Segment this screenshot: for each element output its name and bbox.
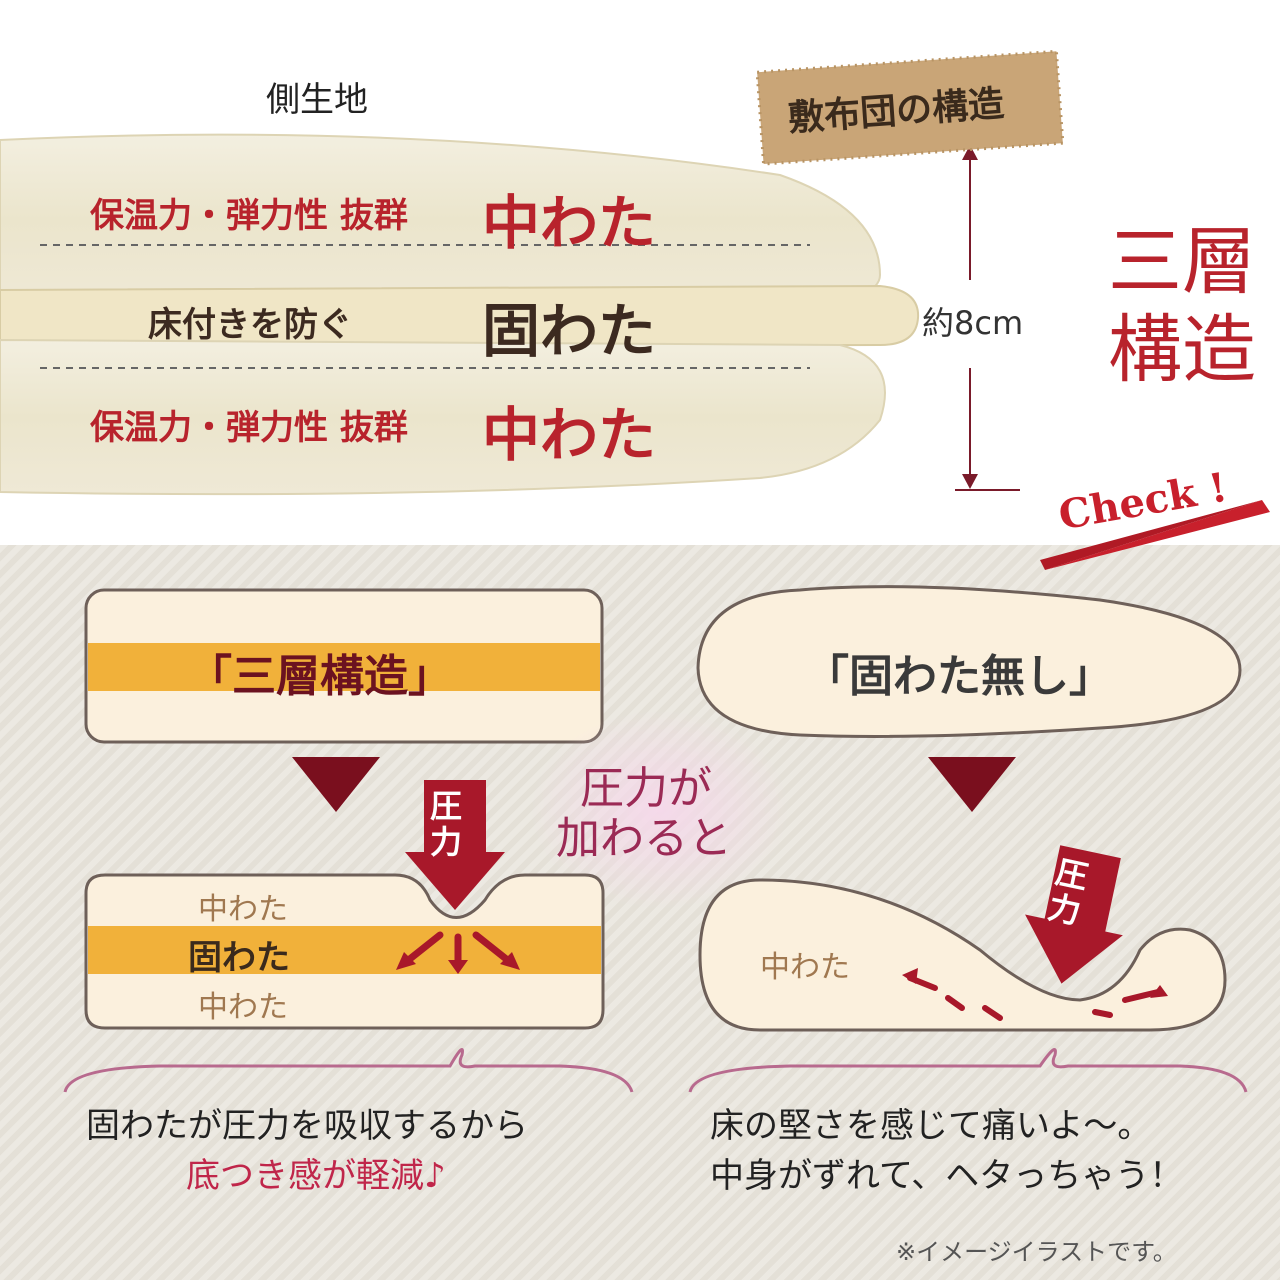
when-pressure-applied-line1: 圧力が — [580, 763, 712, 814]
three-layer-card-title: 「三層構造」 — [188, 651, 452, 702]
right-caption-line2: 中身がずれて、ヘタっちゃう！ — [710, 1156, 1184, 1196]
left-caption-line1: 固わたが圧力を吸収するから — [86, 1106, 528, 1146]
right-caption-line1: 床の堅さを感じて痛いよ〜。 — [710, 1106, 1152, 1146]
left-caption-line2: 底つき感が軽減♪ — [186, 1156, 446, 1196]
three-layer-heading-line1: 三層 — [1108, 219, 1256, 305]
left-pressure-arrow-label: 圧力 — [430, 787, 463, 861]
outer-fabric-label: 側生地 — [266, 80, 368, 120]
layer-name-bottom: 中わた — [482, 401, 657, 469]
layer-desc-middle: 床付きを防ぐ — [148, 305, 352, 345]
right-layer: 中わた — [760, 950, 850, 985]
left-layer-middle: 固わた — [188, 938, 290, 978]
thickness-label: 約8cm — [922, 304, 1024, 342]
layer-name-top: 中わた — [482, 189, 657, 257]
when-pressure-applied-line2: 加わると — [556, 813, 732, 864]
left-layer-top: 中わた — [198, 892, 288, 927]
layer-name-middle: 固わた — [482, 297, 657, 365]
no-firm-card-title: 「固わた無し」 — [805, 651, 1113, 702]
layer-desc-bottom: 保温力・弾力性 抜群 — [90, 408, 408, 448]
futon-illustration — [0, 49, 1065, 496]
left-layer-bottom: 中わた — [198, 990, 288, 1025]
three-layer-heading-line2: 構造 — [1108, 307, 1256, 393]
footnote: ※イメージイラストです。 — [896, 1238, 1177, 1266]
layer-desc-top: 保温力・弾力性 抜群 — [90, 196, 408, 236]
